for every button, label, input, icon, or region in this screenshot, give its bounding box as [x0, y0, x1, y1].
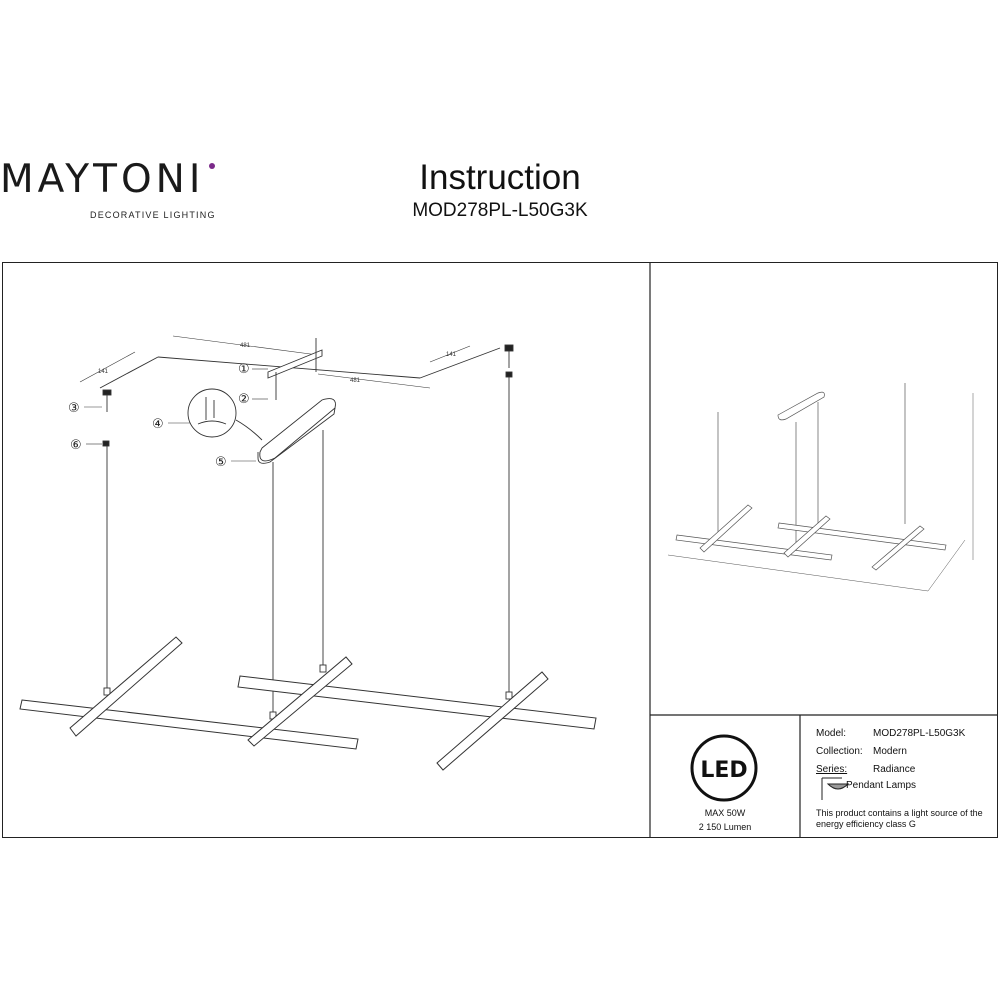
callout-6: ⑥: [70, 438, 82, 453]
model-code-heading: MOD278PL-L50G3K: [412, 200, 588, 221]
collection-value: Modern: [873, 746, 907, 757]
brand-logo: MAYTONI: [0, 160, 222, 199]
dimension-labels: 141 481 481 141: [98, 343, 457, 384]
brand-name: MAYTONI: [0, 157, 205, 202]
dim-right-depth: 141: [446, 352, 457, 358]
lumen-output: 2 150 Lumen: [698, 822, 752, 832]
series-label: Series:: [816, 764, 848, 775]
callout-2: ②: [238, 392, 250, 407]
callout-5: ⑤: [215, 455, 227, 470]
callout-numbers: ① ② ③ ④ ⑤ ⑥: [68, 362, 250, 470]
page-title: Instruction: [419, 158, 581, 197]
panel-dividers: [649, 262, 998, 838]
overview-drawing: [667, 383, 974, 592]
dim-canopy-length: 481: [350, 378, 361, 384]
model-label: Model:: [816, 728, 847, 739]
callout-leaders: [84, 368, 268, 462]
pendant-lamp-icon: [821, 777, 850, 800]
lamp-type: Pendant Lamps: [846, 780, 917, 791]
callout-1: ①: [238, 362, 250, 377]
energy-text-line-1: This product contains a light source of …: [816, 808, 983, 818]
dim-left-depth: 141: [98, 369, 109, 375]
led-badge: LED: [690, 734, 758, 802]
logo-accent-dot: [209, 163, 215, 169]
dim-canopy-width: 481: [240, 343, 251, 349]
collection-label: Collection:: [816, 746, 863, 757]
max-wattage: MAX 50W: [704, 808, 746, 818]
instruction-frame: [2, 262, 998, 838]
brand-tagline: DECORATIVE LIGHTING: [90, 210, 216, 220]
led-label: LED: [700, 758, 747, 783]
model-value: MOD278PL-L50G3K: [873, 728, 966, 739]
series-value: Radiance: [873, 764, 916, 775]
energy-text-line-2: energy efficiency class G: [816, 819, 916, 829]
callout-4: ④: [152, 417, 164, 432]
installation-drawing: [19, 335, 597, 771]
callout-3: ③: [68, 401, 80, 416]
